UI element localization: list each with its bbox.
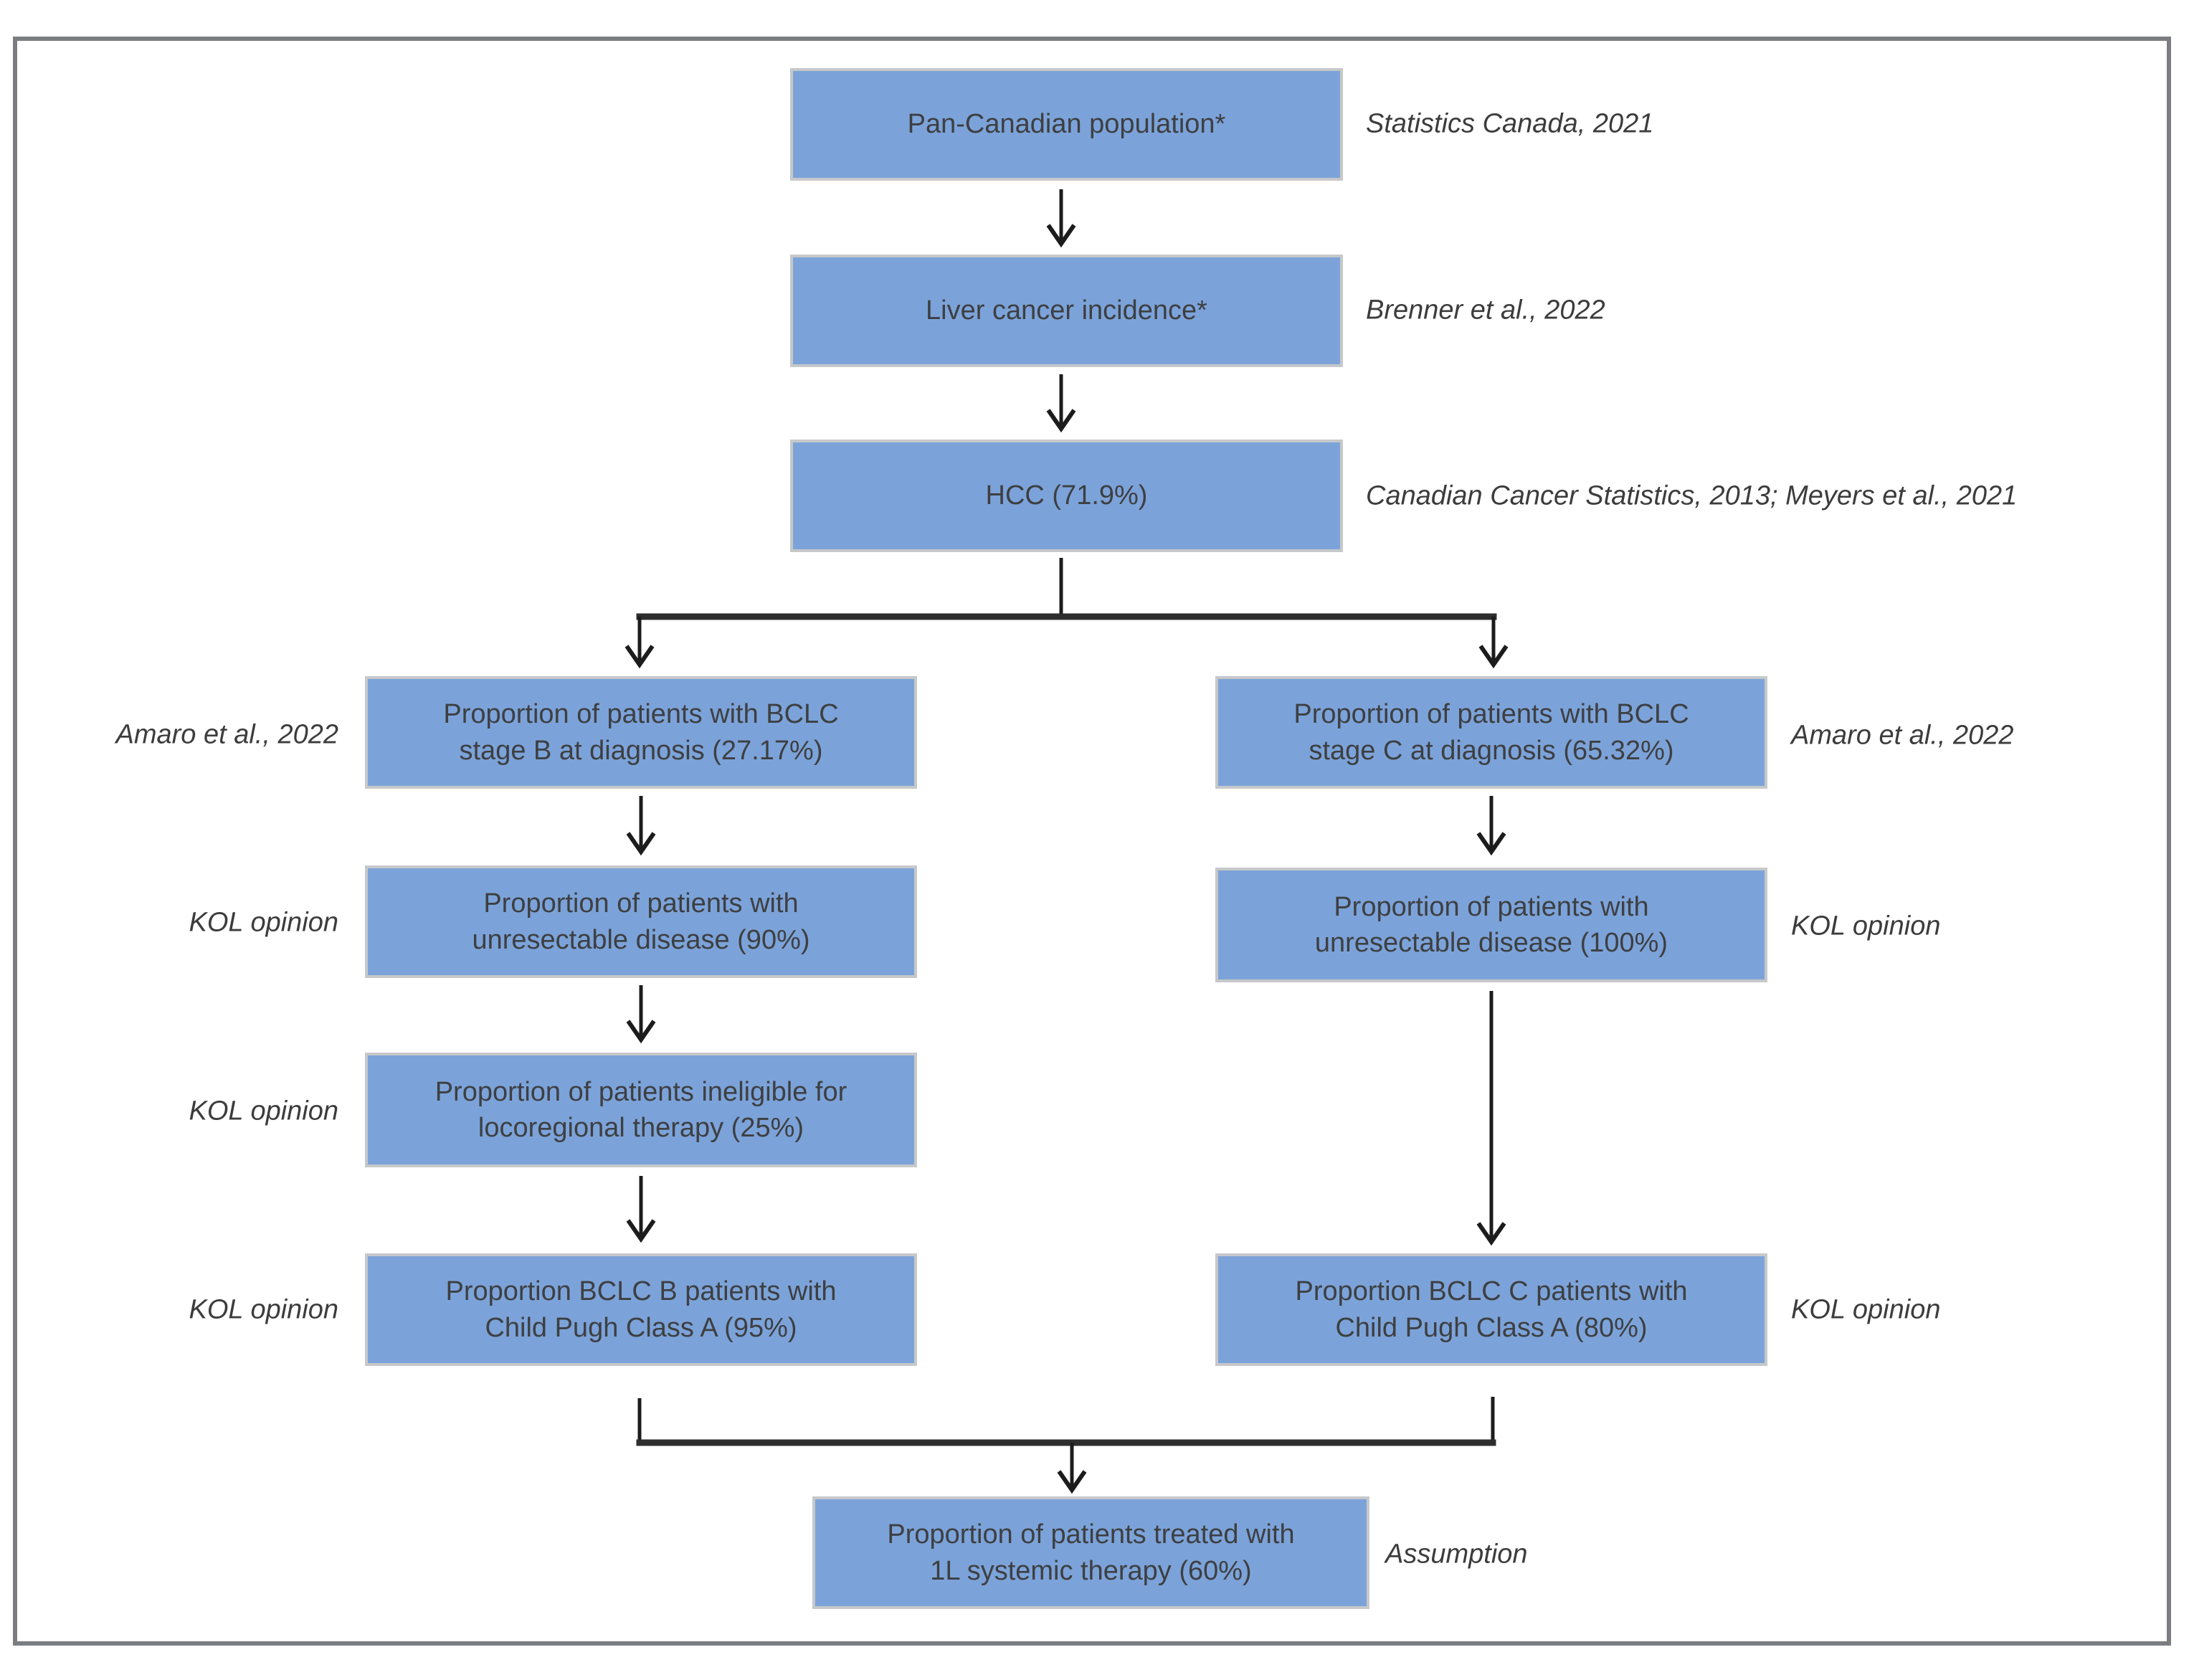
node-label: Proportion of patients with unresectable…	[1314, 891, 1668, 958]
node-label: Pan-Canadian population*	[907, 109, 1226, 140]
node-label: HCC (71.9%)	[985, 480, 1148, 511]
node-1l-systemic-therapy: Proportion of patients treated with 1L s…	[812, 1496, 1369, 1609]
node-label: Proportion of patients with BCLC stage B…	[443, 699, 839, 766]
source-kol-opinion-childpugh-b: KOL opinion	[189, 1294, 338, 1325]
source-canadian-cancer-statistics: Canadian Cancer Statistics, 2013; Meyers…	[1366, 480, 2018, 511]
node-liver-cancer-incidence: Liver cancer incidence*	[790, 255, 1343, 367]
source-amaro-left: Amaro et al., 2022	[115, 719, 338, 750]
node-bclc-stage-c: Proportion of patients with BCLC stage C…	[1215, 676, 1767, 789]
node-label: Proportion of patients with BCLC stage C…	[1293, 699, 1689, 766]
source-amaro-right: Amaro et al., 2022	[1791, 720, 2014, 751]
source-kol-opinion-childpugh-c: KOL opinion	[1791, 1294, 1941, 1325]
node-unresectable-disease-c: Proportion of patients with unresectable…	[1215, 868, 1767, 982]
node-child-pugh-b: Proportion BCLC B patients with Child Pu…	[365, 1253, 917, 1366]
node-label: Proportion of patients treated with 1L s…	[887, 1519, 1295, 1586]
node-label: Proportion BCLC C patients with Child Pu…	[1295, 1276, 1688, 1343]
node-child-pugh-c: Proportion BCLC C patients with Child Pu…	[1215, 1253, 1767, 1366]
node-hcc: HCC (71.9%)	[790, 440, 1343, 552]
source-kol-opinion-unresectable-b: KOL opinion	[189, 907, 338, 938]
node-label: Proportion of patients ineligible for lo…	[434, 1076, 847, 1143]
source-statistics-canada: Statistics Canada, 2021	[1366, 108, 1654, 139]
node-label: Liver cancer incidence*	[926, 295, 1207, 326]
source-brenner: Brenner et al., 2022	[1366, 295, 1605, 326]
node-label: Proportion of patients with unresectable…	[472, 888, 810, 955]
node-pan-canadian-population: Pan-Canadian population*	[790, 68, 1343, 181]
node-ineligible-locoregional: Proportion of patients ineligible for lo…	[365, 1053, 917, 1167]
node-bclc-stage-b: Proportion of patients with BCLC stage B…	[365, 676, 917, 789]
node-unresectable-disease-b: Proportion of patients with unresectable…	[365, 865, 917, 978]
source-kol-opinion-unresectable-c: KOL opinion	[1791, 911, 1941, 941]
source-kol-opinion-locoregional: KOL opinion	[189, 1096, 338, 1126]
node-label: Proportion BCLC B patients with Child Pu…	[445, 1276, 837, 1343]
source-assumption: Assumption	[1385, 1539, 1528, 1570]
